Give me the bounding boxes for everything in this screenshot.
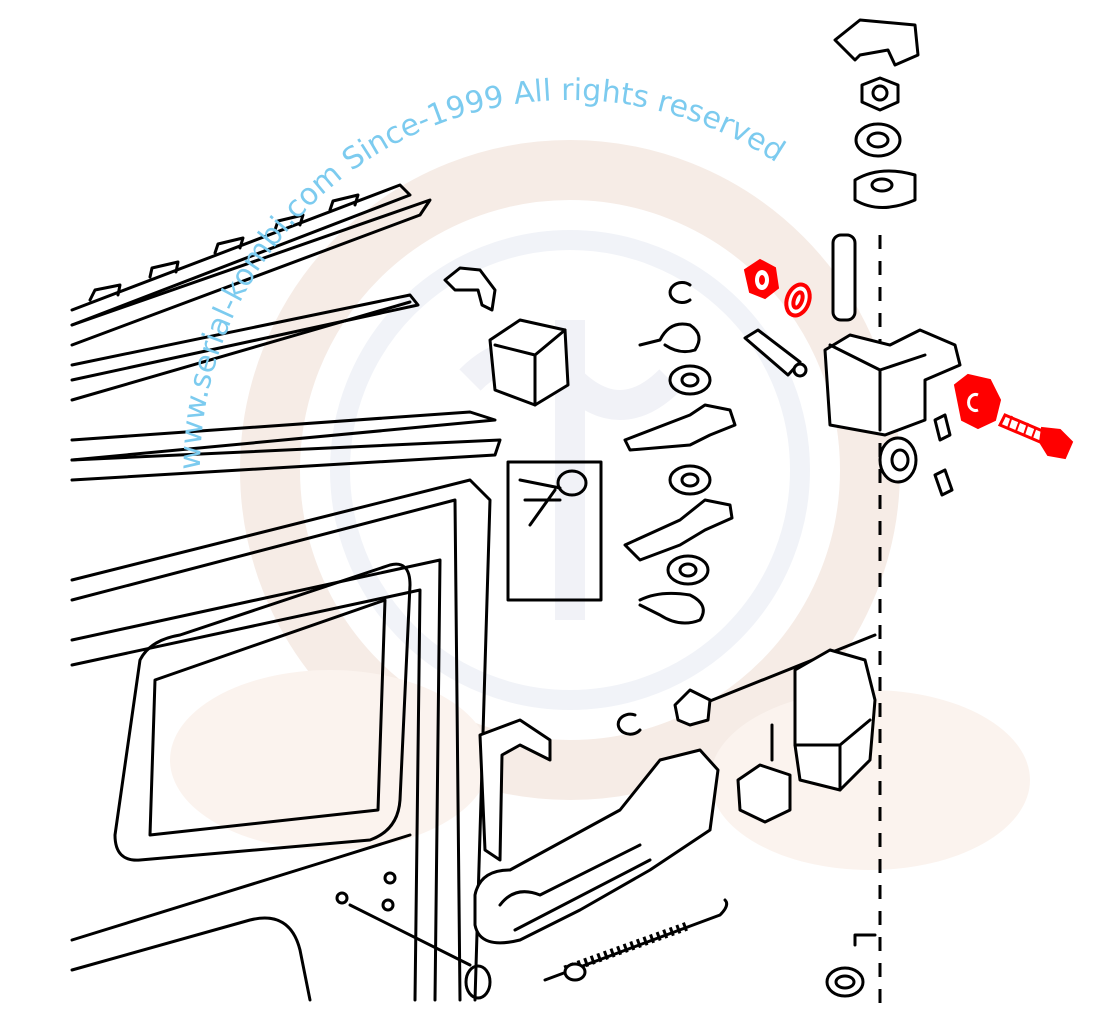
watermark-logo (170, 140, 1030, 870)
highlighted-parts (743, 258, 1074, 460)
highlighted-washer (784, 282, 812, 318)
hardware-parts (443, 266, 808, 625)
hinge-assembly (823, 18, 962, 1010)
lock-parts (473, 633, 877, 998)
highlighted-bolt (997, 413, 1074, 460)
highlighted-nut (743, 258, 780, 300)
highlighted-bushing (953, 373, 1002, 430)
